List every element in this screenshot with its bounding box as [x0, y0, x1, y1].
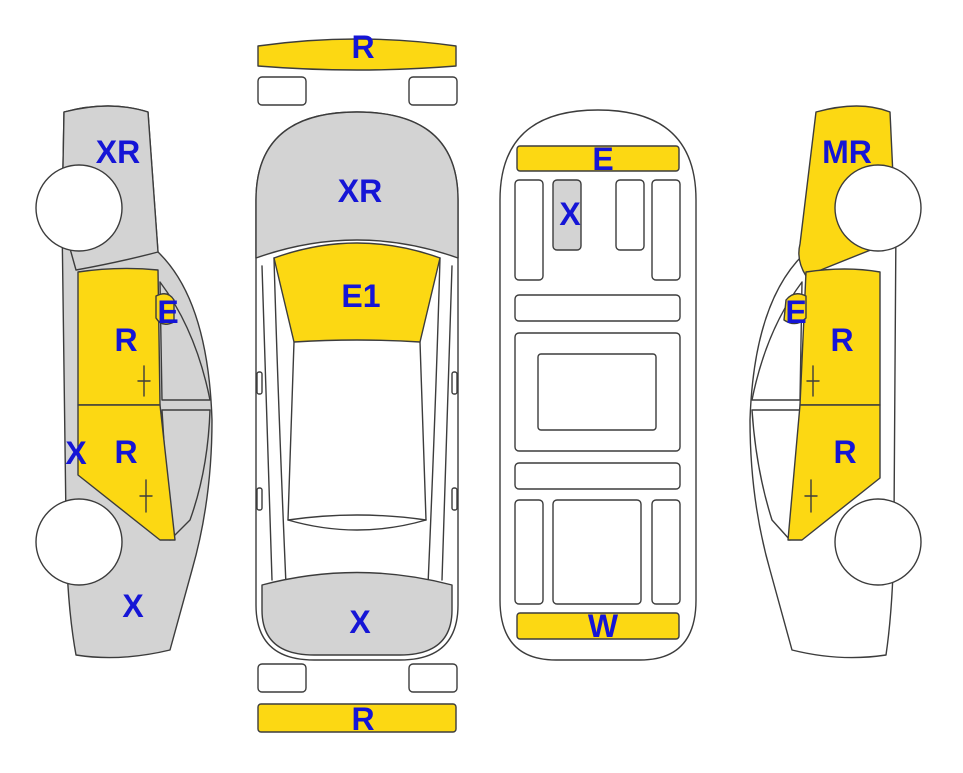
left-rear-door-panel[interactable] — [77, 404, 176, 541]
interior-seat-label: X — [559, 196, 581, 232]
interior-front-label: E — [592, 141, 613, 177]
hood-label: XR — [338, 173, 382, 209]
right-headlight — [408, 76, 458, 106]
interior-front-panel[interactable] — [516, 145, 680, 172]
left-side-view — [35, 105, 213, 659]
left-rear-quarter-label: X — [122, 588, 144, 624]
trunk-label: X — [349, 604, 371, 640]
interior-rear-label: W — [588, 608, 619, 644]
left-taillight — [257, 663, 307, 693]
left-front-door-label: R — [114, 322, 137, 358]
top-view — [255, 38, 459, 733]
right-mirror-panel[interactable] — [783, 293, 807, 325]
left-rocker-label: X — [65, 435, 87, 471]
front-bumper-label: R — [351, 29, 374, 65]
left-mirror-label: E — [157, 294, 178, 330]
left-rear-wheel — [35, 498, 123, 586]
right-rear-wheel — [834, 498, 922, 586]
left-rear-door-label: R — [114, 434, 137, 470]
right-side-view — [749, 105, 922, 659]
left-headlight — [257, 76, 307, 106]
rear-bumper-panel[interactable] — [257, 703, 457, 733]
right-front-wheel — [834, 164, 922, 252]
right-front-door-panel[interactable] — [799, 268, 881, 406]
trunk-panel[interactable] — [261, 571, 453, 656]
left-mirror-panel[interactable] — [155, 293, 175, 325]
interior-seat-panel[interactable] — [552, 179, 582, 251]
interior-view — [499, 109, 697, 661]
right-front-door-label: R — [830, 322, 853, 358]
left-front-door-panel[interactable] — [77, 267, 161, 406]
right-front-fender-label: MR — [822, 134, 872, 170]
damage-labels: R XR E1 X R XR E R R X X E X W MR E R R — [65, 29, 872, 737]
right-rear-door-label: R — [833, 434, 856, 470]
interior-rear-panel[interactable] — [516, 612, 680, 640]
left-front-fender-label: XR — [96, 134, 140, 170]
rear-bumper-label: R — [351, 701, 374, 737]
front-bumper-panel[interactable] — [257, 38, 457, 71]
windshield-label: E1 — [341, 278, 380, 314]
hood-panel[interactable] — [255, 111, 459, 259]
left-front-wheel — [35, 164, 123, 252]
right-mirror-label: E — [785, 294, 806, 330]
right-taillight — [408, 663, 458, 693]
